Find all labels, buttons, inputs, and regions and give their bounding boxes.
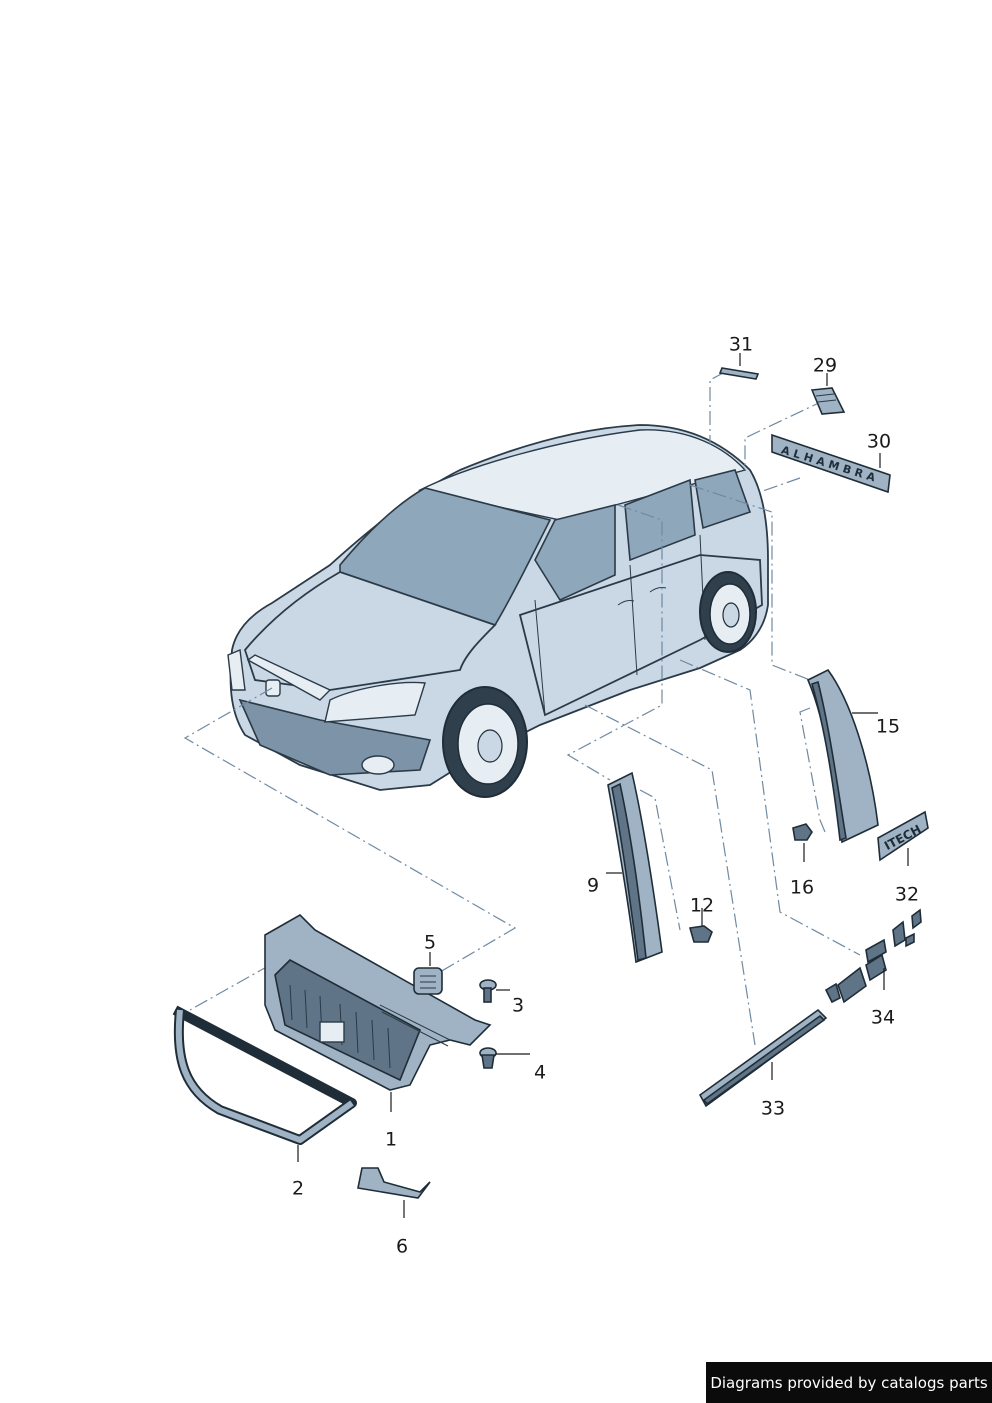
part-15-pillar-trim — [806, 668, 879, 844]
label-part-6: 6 — [396, 1236, 408, 1258]
rear-wheel — [699, 571, 757, 653]
part-29-badge — [810, 387, 846, 415]
label-part-4: 4 — [534, 1062, 546, 1084]
part-12-clip — [688, 925, 713, 943]
label-part-16: 16 — [790, 877, 814, 899]
leader-lines — [297, 353, 909, 1218]
label-part-15: 15 — [876, 716, 900, 738]
part-31-strip — [718, 367, 760, 380]
part-3-screw — [479, 979, 497, 1003]
label-part-12: 12 — [690, 895, 714, 917]
diagram-credit-banner: Diagrams provided by catalogs parts — [706, 1362, 992, 1403]
label-part-29: 29 — [813, 355, 837, 377]
front-wheel — [442, 686, 528, 798]
label-part-9: 9 — [587, 875, 599, 897]
reference-lines — [183, 371, 861, 1046]
car-illustration — [227, 424, 769, 798]
part-33-sill-strip — [698, 1008, 828, 1108]
label-part-3: 3 — [512, 995, 524, 1017]
diagram-credit-text: Diagrams provided by catalogs parts — [710, 1373, 988, 1392]
part-34-decor-set — [824, 908, 922, 1004]
label-part-30: 30 — [867, 431, 891, 453]
part-9-pillar-trim — [607, 771, 663, 964]
label-part-32: 32 — [895, 884, 919, 906]
part-5-emblem — [413, 967, 443, 995]
label-part-1: 1 — [385, 1129, 397, 1151]
part-32-trim-badge: ITECH — [877, 810, 929, 862]
part-1-front-grille — [264, 914, 492, 1091]
part-labels: 1 2 3 4 5 6 9 12 15 16 29 30 31 32 33 34 — [292, 334, 919, 1258]
label-part-33: 33 — [761, 1098, 785, 1120]
label-part-34: 34 — [871, 1007, 895, 1029]
part-4-clip — [479, 1047, 497, 1069]
part-16-clip — [792, 823, 813, 841]
label-part-5: 5 — [424, 932, 436, 954]
label-part-2: 2 — [292, 1178, 304, 1200]
label-part-31: 31 — [729, 334, 753, 356]
part-2-grille-frame — [172, 1005, 357, 1145]
part-6-trim — [357, 1167, 431, 1199]
